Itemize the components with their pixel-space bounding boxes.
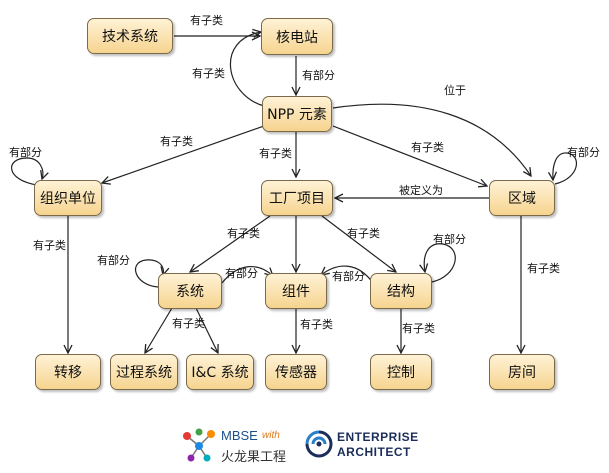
label-org-to-transfer: 有子类 [33,239,66,252]
node-room[interactable]: 房间 [489,354,555,390]
node-sensor[interactable]: 传感器 [265,354,327,390]
node-tech-system[interactable]: 技术系统 [87,18,173,54]
label-npp-to-plant: 有子类 [259,147,292,160]
label-npp-to-nuclear: 有子类 [192,67,225,80]
node-system[interactable]: 系统 [158,273,222,309]
label-structure-to-control: 有子类 [402,322,435,335]
label-region-to-room: 有子类 [527,262,560,275]
edge-plant-to-structure [321,215,396,272]
edge-npp-located-region [332,103,531,176]
label-system-subclasses: 有子类 [172,317,205,330]
edge-npp-to-nuclear [230,32,265,107]
node-structure[interactable]: 结构 [370,273,432,309]
edge-npp-to-region [332,125,487,186]
label-system-component: 有部分 [225,267,258,280]
node-control[interactable]: 控制 [370,354,432,390]
label-structure-self: 有部分 [433,233,466,246]
edge-system-to-process [145,307,173,353]
edge-system-self [135,259,164,288]
mbse-label: MBSE [221,428,258,443]
label-structure-component: 有部分 [332,270,365,283]
node-process-system[interactable]: 过程系统 [110,354,178,390]
node-transfer[interactable]: 转移 [35,354,101,390]
node-plant-item[interactable]: 工厂项目 [261,180,333,216]
label-npp-to-org: 有子类 [160,135,193,148]
mbse-chinese-label: 火龙果工程 [221,450,287,465]
label-component-to-sensor: 有子类 [300,318,333,331]
edge-structure-to-component [321,265,374,284]
mbse-with-label: with [262,430,280,441]
mbse-logo-icon [183,428,215,462]
node-organization[interactable]: 组织单位 [34,180,102,216]
node-component[interactable]: 组件 [265,273,327,309]
label-tech-to-nuclear: 有子类 [190,14,223,27]
label-plant-to-system: 有子类 [227,227,260,240]
enterprise-architect-line2: ARCHITECT [337,445,411,459]
edge-npp-to-org [102,125,265,183]
label-npp-to-region: 位于 [444,84,466,97]
edge-plant-to-system [190,215,271,272]
label-npp-to-region2: 有子类 [411,141,444,154]
node-npp-element[interactable]: NPP 元素 [262,96,332,132]
edge-org-self [10,157,43,186]
edge-structure-self [424,243,456,283]
edge-region-self [553,152,577,185]
label-region-to-plant: 被定义为 [399,184,443,197]
label-plant-to-structure: 有子类 [347,227,380,240]
node-ic-system[interactable]: I&C 系统 [186,354,254,390]
enterprise-architect-logo-icon [305,430,333,458]
enterprise-architect-line1: ENTERPRISE [337,430,419,444]
label-nuclear-to-npp: 有部分 [302,69,335,82]
edge-system-to-component [221,265,273,284]
edge-system-to-ic [195,307,218,353]
node-region[interactable]: 区域 [489,180,555,216]
label-org-self: 有部分 [9,146,42,159]
label-region-self: 有部分 [567,146,600,159]
label-system-self: 有部分 [97,254,130,267]
node-nuclear-plant[interactable]: 核电站 [261,18,333,55]
